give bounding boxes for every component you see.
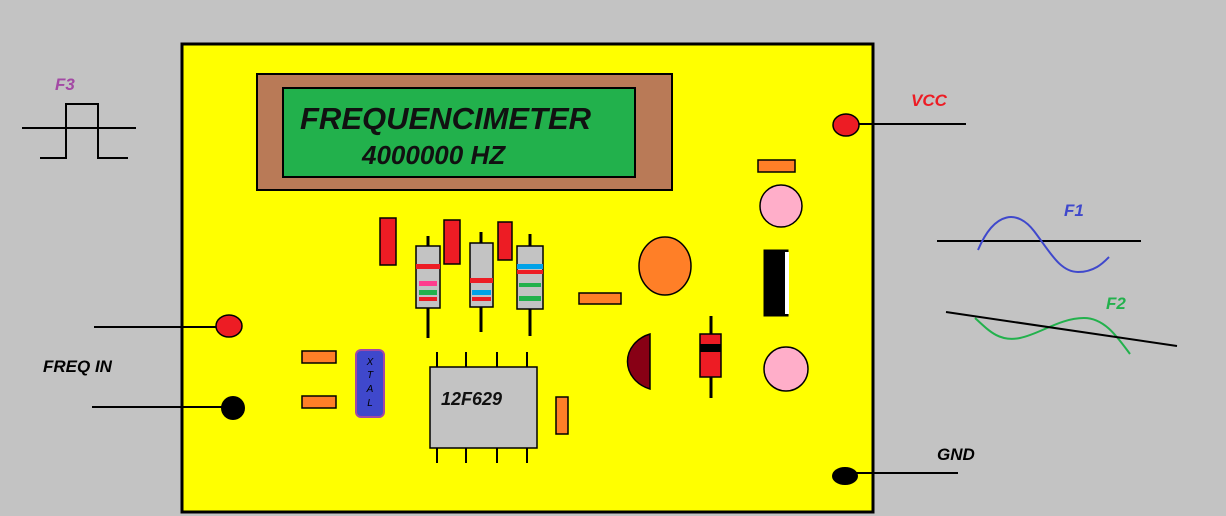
capacitor-orange-3 [301, 350, 337, 364]
regulator-component [763, 249, 789, 317]
capacitor-red-2 [443, 219, 461, 265]
capacitor-red-1 [379, 217, 397, 266]
signal-f1-label: F1 [1064, 201, 1084, 220]
freq-in-pad-red [215, 314, 243, 338]
lcd-line2: 4000000 HZ [361, 140, 506, 170]
led-bottom [763, 346, 809, 392]
lcd-screen [282, 87, 636, 178]
freq-in-pad-black [221, 396, 245, 420]
signal-f3: F3 [22, 75, 136, 159]
signal-f1: F1 [937, 201, 1141, 274]
led-top [759, 184, 803, 228]
freq-in-label: FREQ IN [43, 357, 113, 376]
resistor-2 [469, 232, 494, 332]
signal-f3-label: F3 [55, 75, 75, 94]
vcc-label: VCC [911, 91, 948, 110]
crystal-letter-t: T [367, 370, 374, 381]
resistor-1 [415, 236, 441, 338]
vcc-pad [832, 113, 860, 137]
signal-f2: F2 [945, 294, 1178, 355]
capacitor-orange-4 [301, 395, 337, 409]
regulator-highlight [785, 252, 789, 314]
lcd-line1: FREQUENCIMETER [300, 101, 592, 136]
capacitor-electrolytic [638, 236, 692, 296]
gnd-pad [832, 467, 858, 485]
capacitor-orange-2 [578, 292, 622, 305]
resistor-3 [516, 234, 544, 336]
signal-f2-label: F2 [1106, 294, 1126, 313]
crystal: X T A L [355, 349, 385, 418]
gnd-label: GND [937, 445, 975, 464]
microcontroller-chip: 12F629 [429, 352, 538, 463]
crystal-letter-l: L [367, 398, 373, 409]
crystal-letter-a: A [366, 384, 374, 395]
crystal-letter-x: X [366, 357, 374, 368]
transistor [626, 332, 651, 391]
chip-body [429, 366, 538, 449]
diode [699, 316, 722, 398]
crystal-body [355, 349, 385, 418]
capacitor-orange-1 [757, 159, 796, 173]
lcd-display: FREQUENCIMETER 4000000 HZ [256, 73, 673, 191]
capacitor-red-3 [497, 221, 513, 261]
capacitor-orange-5 [555, 396, 569, 435]
chip-label: 12F629 [441, 389, 502, 409]
